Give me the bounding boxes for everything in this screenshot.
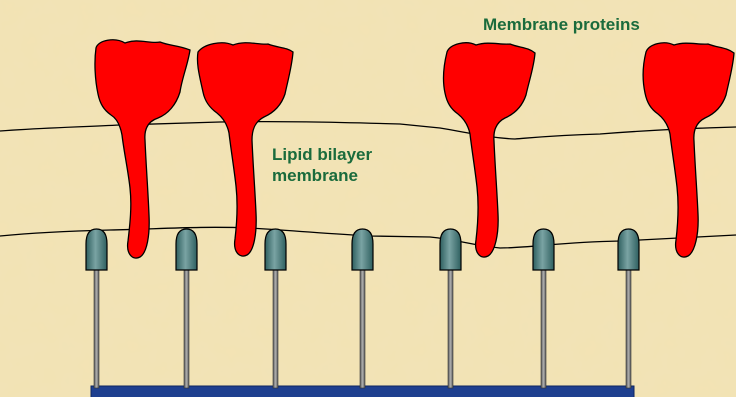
tether-stem [273,268,278,388]
tether-head [618,229,639,270]
tether-stem [184,268,189,388]
tether-head [176,229,197,270]
tether-head [440,229,461,270]
tether-stem [360,268,365,388]
tether-stem [541,268,546,388]
lipid-bilayer-label-line1: Lipid bilayer [272,144,372,165]
tether-head [533,229,554,270]
tether-head [265,229,286,270]
tether-head [86,229,107,270]
lipid-bilayer-label: Lipid bilayer membrane [272,144,372,186]
membrane-proteins-label: Membrane proteins [483,14,640,35]
tether-stem [94,268,99,388]
tether-stem [448,268,453,388]
lipid-bilayer-label-line2: membrane [272,165,372,186]
tether-head [352,229,373,270]
tether-stem [626,268,631,388]
